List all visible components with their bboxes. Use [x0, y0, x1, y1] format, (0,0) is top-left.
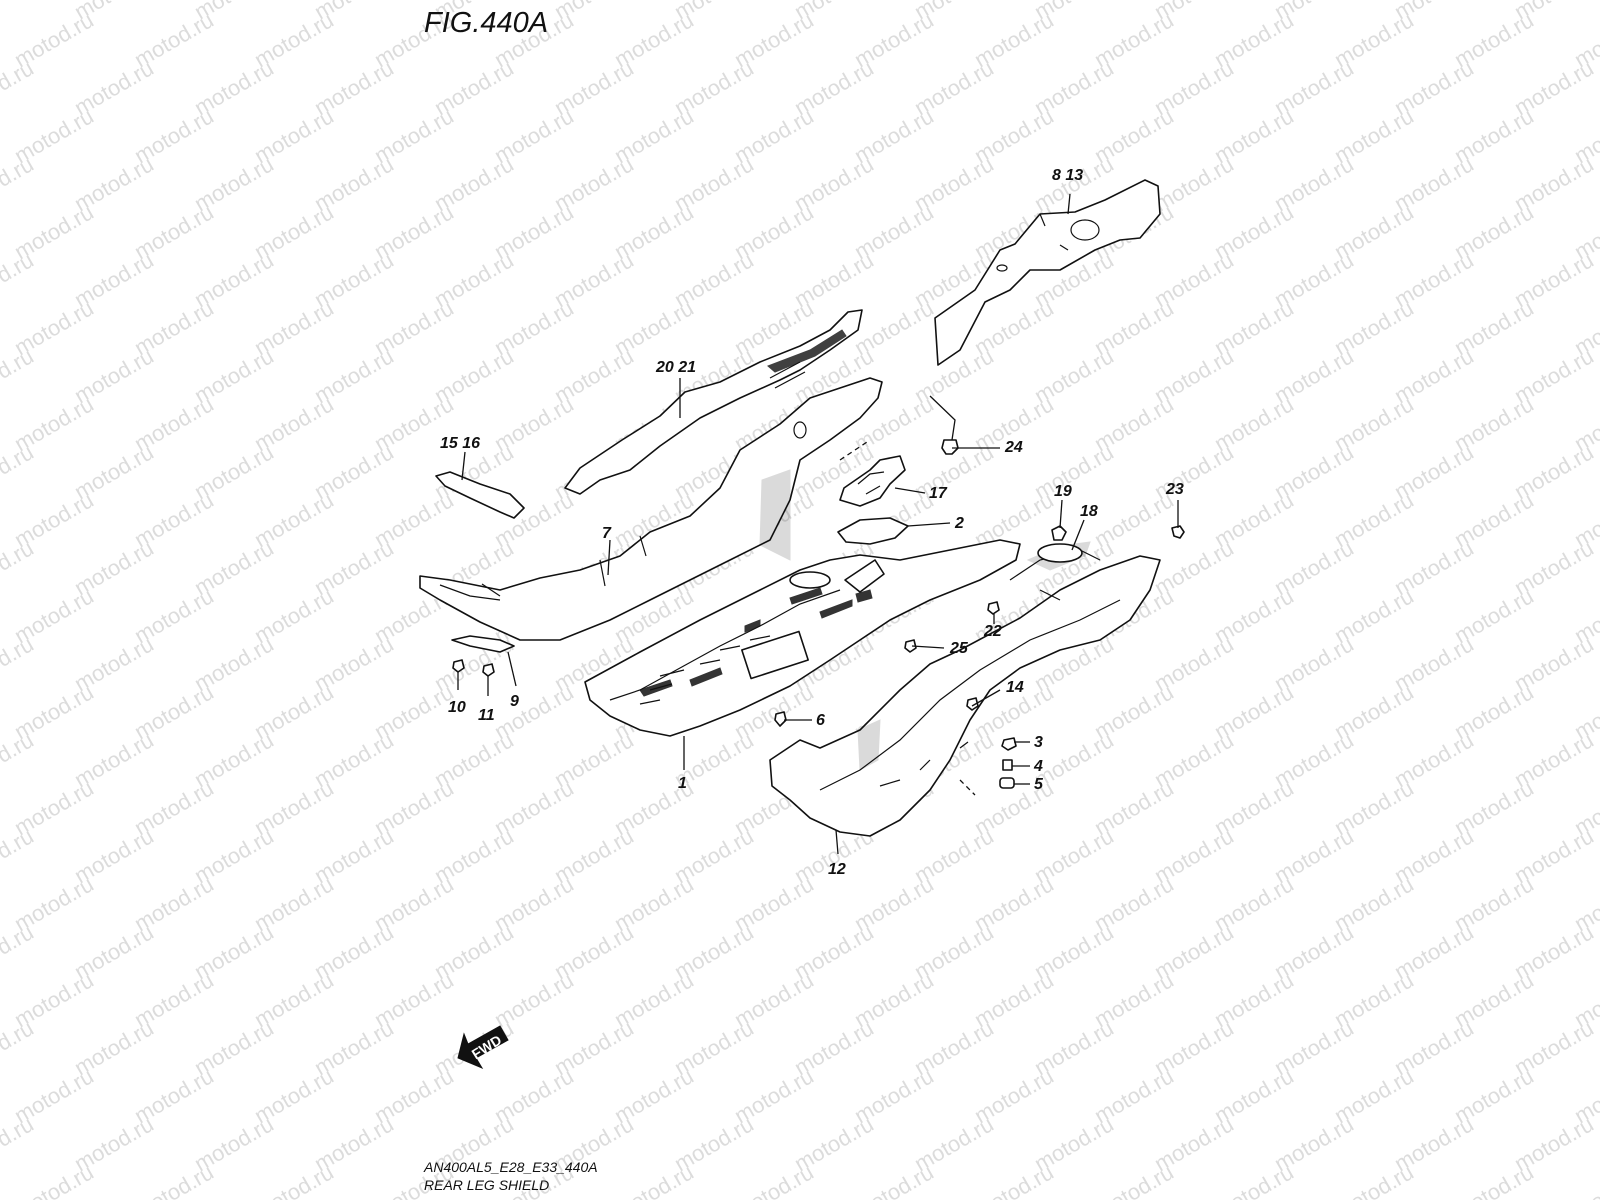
callout-14: 14 — [1006, 679, 1024, 696]
part-4-collar — [1002, 759, 1013, 771]
watermark-text: motod.ru — [1570, 1159, 1600, 1200]
callout-5: 5 — [1034, 776, 1044, 793]
part-20-21-trim — [564, 309, 863, 495]
watermark-text: motod.ru — [250, 1159, 338, 1200]
figure-title: FIG.440A — [424, 7, 548, 39]
part-23-screw — [1171, 525, 1185, 539]
callout-24: 24 — [1004, 439, 1023, 456]
part-22-screw — [987, 601, 1000, 615]
callout-12: 12 — [828, 861, 846, 878]
watermark-text: motod.ru — [0, 0, 38, 24]
part-14-screw — [966, 697, 979, 711]
callout-18: 18 — [1080, 503, 1098, 520]
watermark-text: motod.ru — [1330, 1159, 1418, 1200]
part-6-screw — [774, 711, 787, 727]
part-7-side-shield — [419, 377, 883, 641]
callout-11: 11 — [478, 707, 495, 724]
part-24-clip — [941, 439, 959, 455]
watermark-text: motod.ru — [730, 1159, 818, 1200]
callout-25: 25 — [949, 640, 969, 657]
callout-10: 10 — [448, 699, 466, 716]
watermark-text: motod.ru — [1090, 1159, 1178, 1200]
part-2-pad — [837, 517, 909, 545]
part-19-nut — [1051, 525, 1067, 541]
figure-code: AN400AL5_E28_E33_440A — [423, 1159, 598, 1175]
callout-4: 4 — [1033, 758, 1043, 775]
callout-1: 1 — [678, 775, 687, 792]
part-17-bracket — [839, 455, 906, 507]
callout-15-16: 15 16 — [440, 435, 480, 452]
part-12-bottom-frame — [769, 541, 1161, 837]
part-25-screw — [904, 639, 917, 653]
callout-3: 3 — [1034, 734, 1043, 751]
callout-labels: 8 13 20 21 15 16 24 17 2 19 18 23 7 22 2… — [440, 167, 1184, 878]
part-9-strip — [451, 635, 515, 653]
callout-20-21: 20 21 — [655, 359, 696, 376]
watermark-text: motod.ru — [1450, 1159, 1538, 1200]
part-15-16-wedge — [435, 471, 525, 519]
part-5-grommet — [999, 777, 1015, 789]
callout-8-13: 8 13 — [1052, 167, 1083, 184]
watermark-text: motod.ru — [1210, 1159, 1298, 1200]
callout-17: 17 — [929, 485, 948, 502]
leader-lines — [457, 193, 1179, 855]
watermark-text: motod.ru — [850, 1159, 938, 1200]
callout-7: 7 — [602, 525, 612, 542]
part-10-screw — [452, 659, 465, 673]
callout-9: 9 — [510, 693, 519, 710]
callout-22: 22 — [983, 623, 1002, 640]
figure-name: REAR LEG SHIELD — [424, 1177, 549, 1193]
callout-2: 2 — [954, 515, 964, 532]
part-8-13-panel — [934, 179, 1161, 366]
watermark-text: motod.ru — [970, 1159, 1058, 1200]
watermark-text: motod.ru — [130, 1159, 218, 1200]
callout-23: 23 — [1165, 481, 1184, 498]
part-11-screw — [482, 663, 495, 677]
callout-19: 19 — [1054, 483, 1072, 500]
fasteners — [451, 525, 1185, 789]
callout-6: 6 — [816, 712, 825, 729]
part-1-floor-board — [584, 539, 1021, 737]
watermark-text: motod.ru — [610, 1159, 698, 1200]
part-3-screw — [1001, 737, 1017, 751]
watermark-text: motod.ru — [10, 1159, 98, 1200]
